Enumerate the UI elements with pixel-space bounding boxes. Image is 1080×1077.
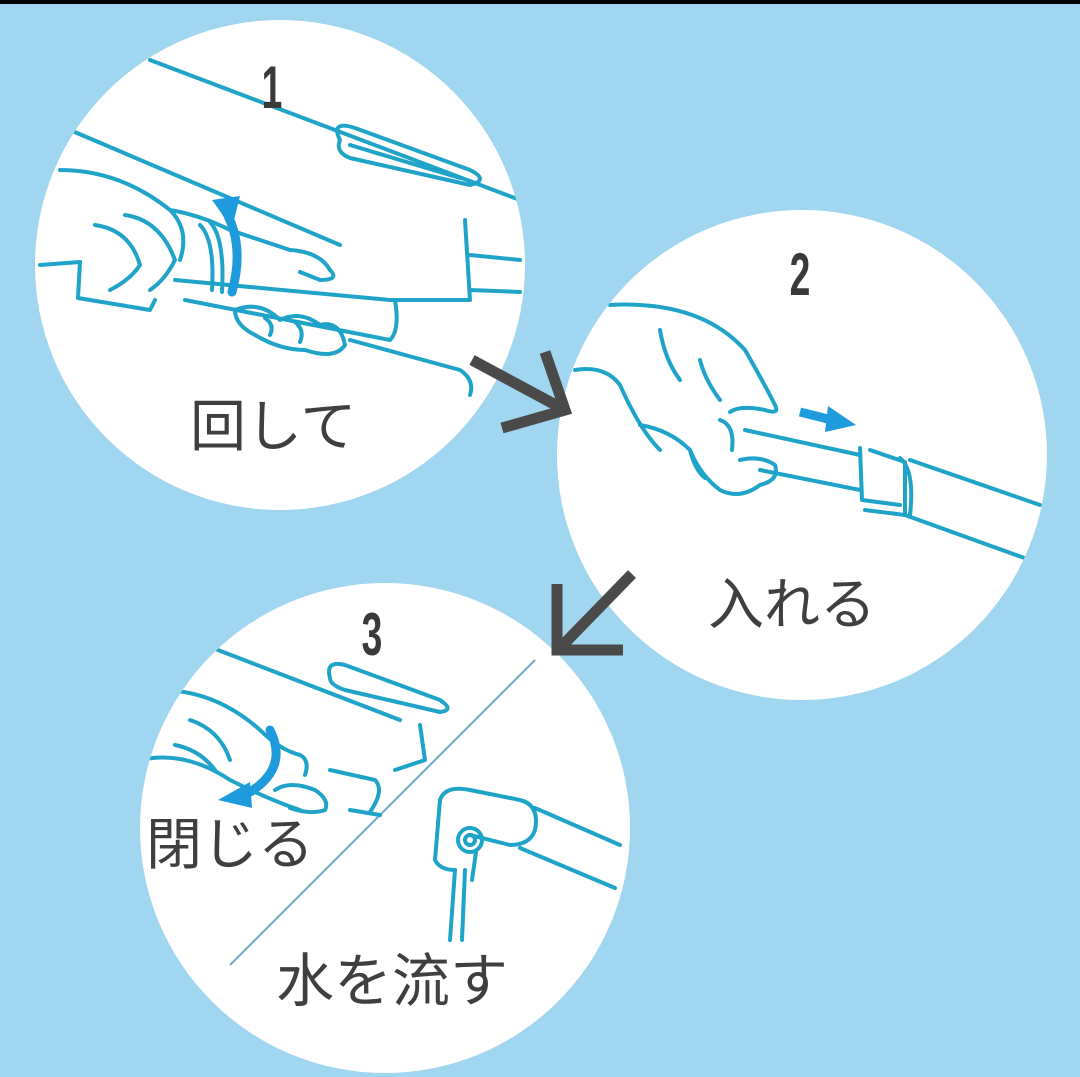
step-1-circle [35, 20, 525, 510]
step-3-label-run-water: 水を流す [276, 947, 509, 1015]
flow-arrow-2-to-3-icon [551, 570, 636, 656]
twist-up-arrow-icon [212, 196, 242, 297]
step-1-label: 回して [190, 395, 357, 460]
top-edge-bar [0, 0, 1080, 4]
step-2-illustration [573, 302, 1042, 562]
step-2-circle [557, 210, 1047, 700]
step-1-number: 1 [261, 54, 283, 121]
step-3-circle [140, 583, 630, 1073]
step-3-divider [229, 659, 536, 966]
insert-right-arrow-icon [798, 406, 856, 432]
step-3-label-close: 閉じる [146, 813, 314, 878]
step-3-number: 3 [361, 601, 383, 668]
step-2-number: 2 [789, 241, 811, 308]
step-3-bottom-illustration [433, 786, 622, 942]
twist-down-arrow-icon [218, 725, 281, 808]
step-2-label: 入れる [708, 573, 876, 638]
flow-arrow-1-to-2-icon [469, 350, 573, 434]
